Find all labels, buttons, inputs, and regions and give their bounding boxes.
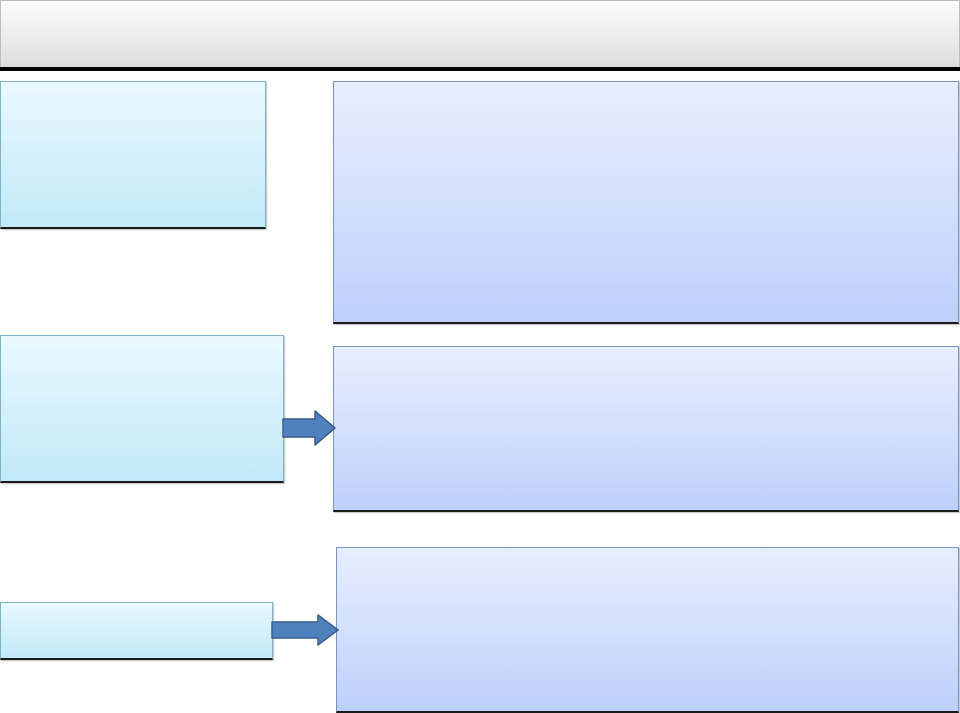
left-box-3 xyxy=(0,602,273,660)
header-bar xyxy=(0,0,960,67)
right-box-2 xyxy=(333,346,959,512)
left-box-1 xyxy=(0,81,266,229)
right-box-1 xyxy=(333,81,959,324)
right-box-3 xyxy=(336,547,959,713)
arrow-right-icon xyxy=(282,410,336,446)
left-box-2 xyxy=(0,335,284,483)
arrow-right-icon xyxy=(271,614,339,646)
header-divider xyxy=(0,67,960,71)
